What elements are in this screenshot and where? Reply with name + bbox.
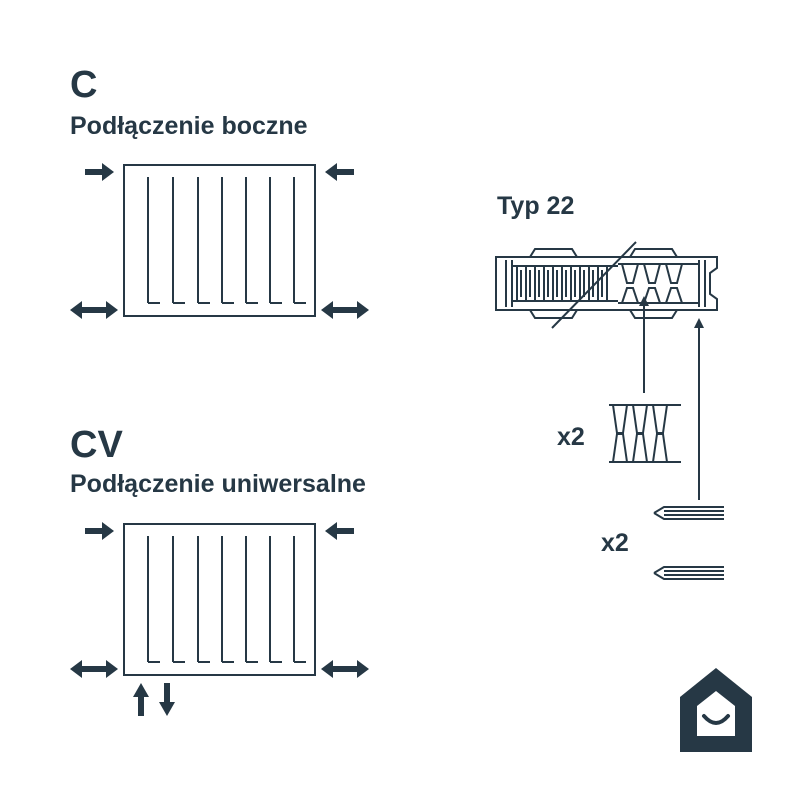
section-cv-title: Podłączenie uniwersalne [70,470,366,498]
house-smile-icon [680,668,752,752]
inlet-arrow-top-left [85,163,114,181]
inlet-arrow-top-left [85,522,114,540]
up-down-arrows-icon [133,683,175,716]
bracket-pointer-arrow [639,296,649,393]
connection-arrow-bottom-right [321,301,369,319]
inlet-arrow-top-right [325,522,354,540]
screws-quantity: x2 [601,529,629,557]
radiator-c [123,164,316,317]
section-cv-code: CV [70,424,123,466]
brackets-quantity: x2 [557,423,585,451]
screws [653,506,725,580]
section-c-title: Podłączenie boczne [70,112,308,140]
section-c-code: C [70,64,98,106]
radiator-cv [123,523,316,676]
mounting-brackets [609,404,681,463]
connection-arrow-bottom-right [321,660,369,678]
connection-arrow-bottom-left [70,660,118,678]
inlet-arrow-top-right [325,163,354,181]
radiator-cross-section [495,241,718,329]
connection-arrow-bottom-left [70,301,118,319]
type-label: Typ 22 [497,192,575,220]
screw-pointer-arrow [694,318,704,500]
